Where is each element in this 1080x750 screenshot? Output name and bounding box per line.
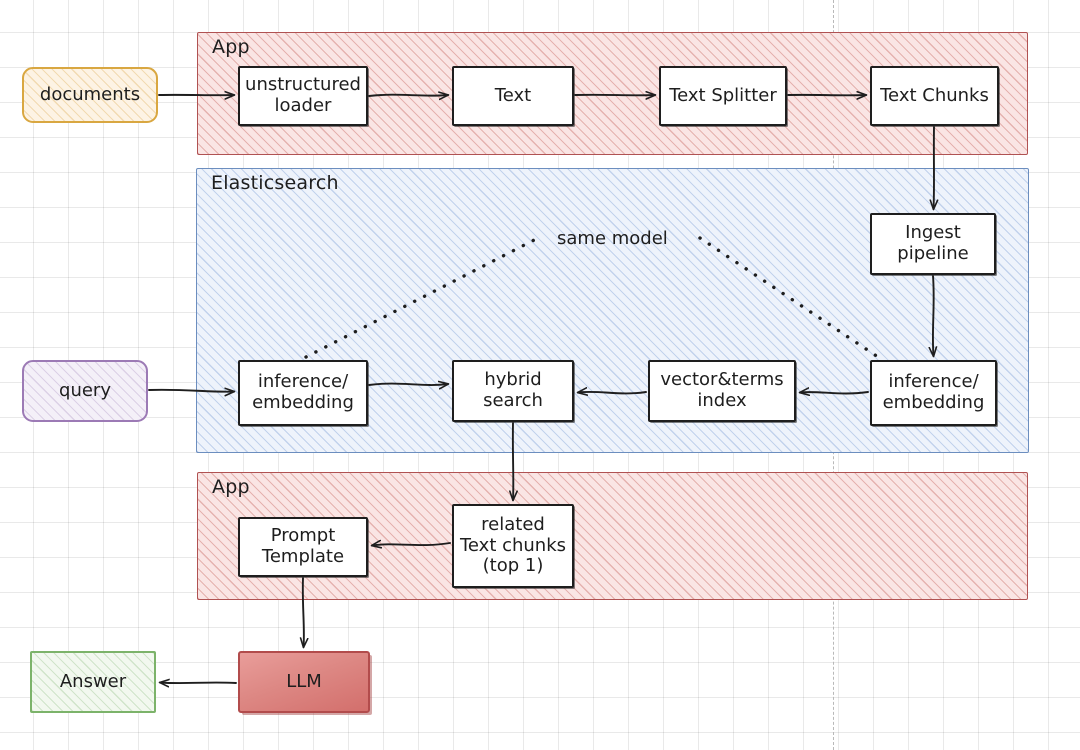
node-text[interactable]: Text	[452, 66, 574, 126]
annotation-same-model: same model	[557, 228, 668, 249]
edge-llm-to-answer	[160, 683, 237, 684]
node-text-splitter[interactable]: Text Splitter	[659, 66, 787, 126]
node-unstructured-loader[interactable]: unstructured loader	[238, 66, 368, 126]
node-ingest-pipeline[interactable]: Ingest pipeline	[870, 213, 996, 275]
node-inference-embedding-index[interactable]: inference/ embedding	[870, 360, 997, 426]
node-inference-embedding-query[interactable]: inference/ embedding	[238, 360, 368, 426]
group-app-top: App	[197, 32, 1028, 155]
node-vector-terms-index[interactable]: vector&terms index	[648, 360, 796, 422]
node-prompt-template[interactable]: Prompt Template	[238, 517, 368, 577]
node-llm[interactable]: LLM	[238, 651, 370, 713]
group-app-bottom-label: App	[212, 476, 250, 498]
node-text-chunks[interactable]: Text Chunks	[870, 66, 999, 126]
node-documents[interactable]: documents	[22, 67, 158, 123]
node-related-text-chunks[interactable]: related Text chunks (top 1)	[452, 504, 574, 588]
node-answer[interactable]: Answer	[30, 651, 156, 713]
group-elasticsearch-label: Elasticsearch	[211, 172, 339, 194]
node-query[interactable]: query	[22, 360, 148, 422]
node-hybrid-search[interactable]: hybrid search	[452, 360, 574, 422]
group-app-top-label: App	[212, 36, 250, 58]
